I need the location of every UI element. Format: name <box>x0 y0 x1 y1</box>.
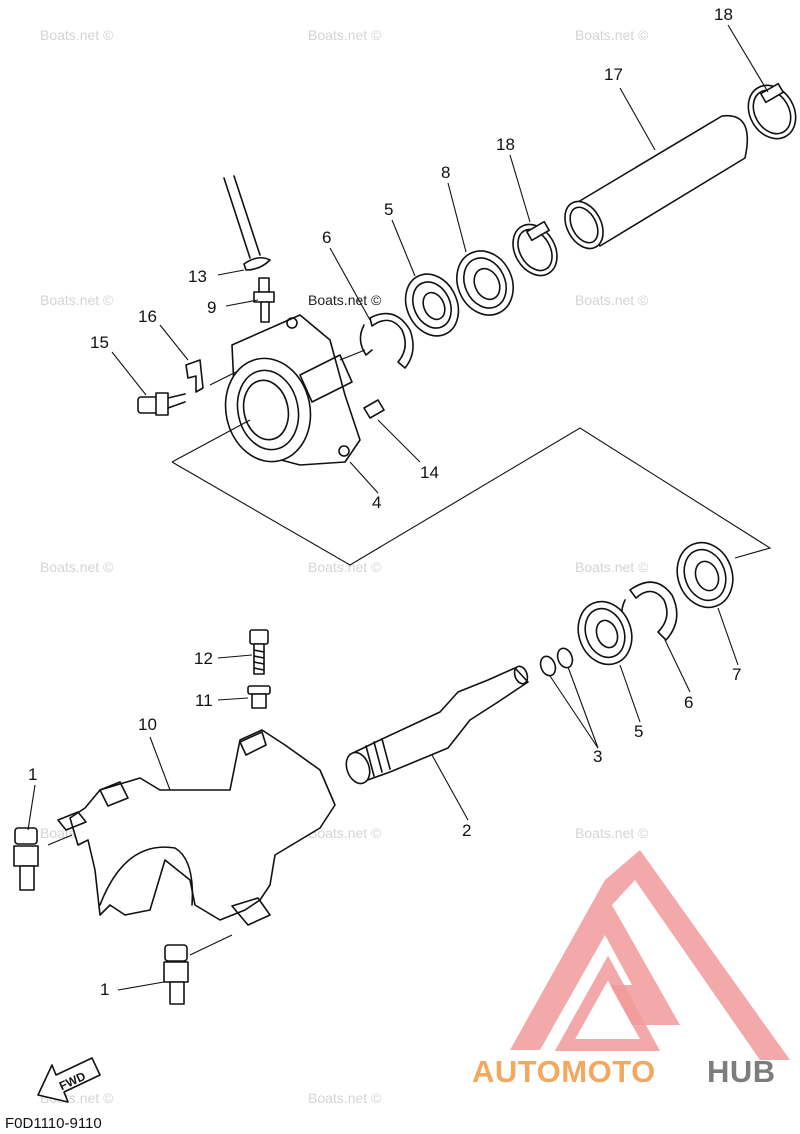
brand-text-primary: AUTOMOTO <box>472 1054 656 1089</box>
callout-14: 14 <box>420 463 439 482</box>
figure-code: F0D1110-9110 <box>5 1115 102 1132</box>
clip-13 <box>243 256 271 271</box>
callout-10: 10 <box>138 715 157 734</box>
callout-1: 1 <box>100 980 109 999</box>
callout-17: 17 <box>604 65 623 84</box>
bolt-12 <box>249 629 269 675</box>
o-rings-3 <box>539 647 574 677</box>
collar-11 <box>247 685 271 709</box>
housing-10 <box>57 729 336 926</box>
watermark: Boats.net © <box>308 27 382 43</box>
hose-17 <box>564 114 749 250</box>
watermark: Boats.net © <box>40 559 114 575</box>
watermark: Boats.net © <box>575 825 649 841</box>
callout-3: 3 <box>593 747 602 766</box>
brand-wordmark: AUTOMOTO HUB <box>472 1054 776 1089</box>
callout-1: 1 <box>28 765 37 784</box>
watermark: Boats.net © <box>575 292 649 308</box>
callout-6: 6 <box>322 228 331 247</box>
bolt-15 <box>137 392 186 416</box>
callout-13: 13 <box>188 267 207 286</box>
callout-18: 18 <box>714 5 733 24</box>
bearing-7 <box>676 541 734 609</box>
watermark: Boats.net © <box>40 27 114 43</box>
callout-4: 4 <box>372 493 381 512</box>
callout-8: 8 <box>441 163 450 182</box>
watermarks: Boats.net © Boats.net © Boats.net © Boat… <box>40 27 649 1106</box>
callout-6: 6 <box>684 693 693 712</box>
watermark: Boats.net © <box>575 559 649 575</box>
pin-14 <box>363 399 385 419</box>
brand-text-secondary: HUB <box>707 1054 776 1089</box>
watermark: Boats.net © <box>308 1090 382 1106</box>
housing-4 <box>224 314 361 466</box>
nipple-9 <box>253 277 275 323</box>
bolt-1-lower <box>163 944 189 1005</box>
callout-9: 9 <box>207 298 216 317</box>
watermark-dark: Boats.net © <box>308 292 382 308</box>
leader-lines <box>27 24 769 991</box>
callout-7: 7 <box>732 665 741 684</box>
watermark: Boats.net © <box>308 825 382 841</box>
bearing-5-upper <box>404 273 460 337</box>
snap-ring-6-upper <box>359 312 414 369</box>
brand-logo-icon <box>510 850 790 1060</box>
bearing-8 <box>456 250 514 316</box>
callout-16: 16 <box>138 307 157 326</box>
clamp-18-left <box>512 220 558 277</box>
group-bracket-upper <box>171 427 772 566</box>
plate-16 <box>185 359 204 393</box>
watermark: Boats.net © <box>308 559 382 575</box>
callout-15: 15 <box>90 333 109 352</box>
bolt-1-upper <box>13 827 39 891</box>
bearing-5-lower <box>577 600 633 666</box>
shaft-2 <box>345 665 529 785</box>
watermark: Boats.net © <box>575 27 649 43</box>
cable <box>223 175 261 259</box>
callouts: 18 17 18 8 5 6 13 9 16 15 14 4 12 11 10 … <box>28 5 741 999</box>
callout-5: 5 <box>634 722 643 741</box>
clamp-18-right <box>747 82 797 140</box>
callout-5: 5 <box>384 200 393 219</box>
watermark: Boats.net © <box>40 292 114 308</box>
callout-12: 12 <box>194 649 213 668</box>
callout-11: 11 <box>195 691 213 710</box>
callout-18: 18 <box>496 135 515 154</box>
callout-2: 2 <box>462 821 471 840</box>
